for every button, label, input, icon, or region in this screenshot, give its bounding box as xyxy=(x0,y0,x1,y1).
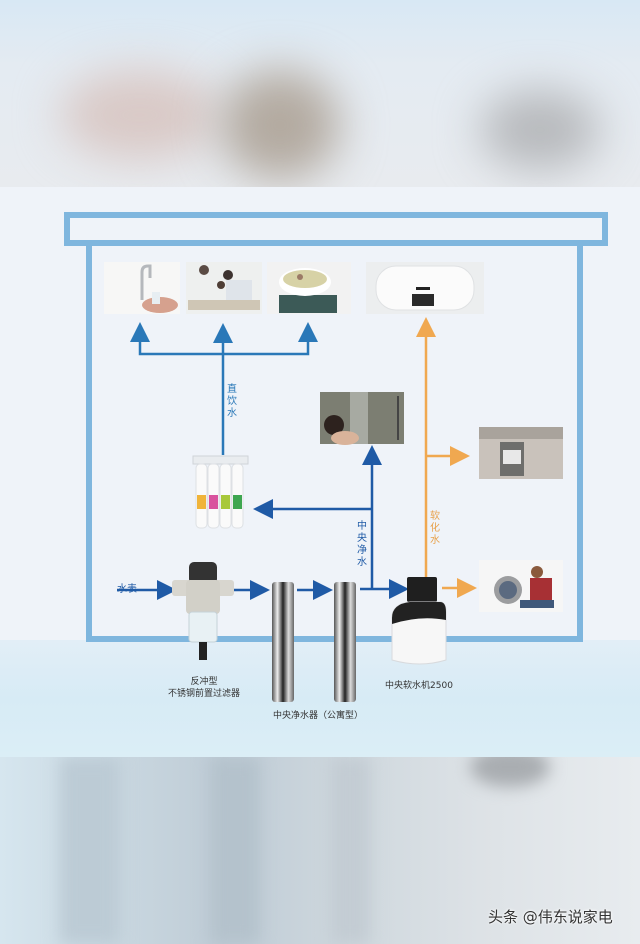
blur-stripe xyxy=(330,757,370,944)
photo-water-heater xyxy=(366,262,484,314)
photo-washing-machine xyxy=(479,560,563,612)
central-purifier-label: 中央净水器（公寓型） xyxy=(272,711,363,721)
photo-dishwasher xyxy=(479,427,563,479)
blur-stripe xyxy=(470,757,550,787)
soft-water-label: 软化水 xyxy=(430,511,440,546)
water-meter-label: 水表 xyxy=(117,584,137,595)
floor-background xyxy=(0,640,640,757)
direct-drinking-lines xyxy=(130,322,318,455)
blur-blob xyxy=(60,70,220,160)
blur-blob xyxy=(480,90,600,170)
central-purifier-device xyxy=(272,582,356,702)
blur-stripe xyxy=(60,757,120,944)
pre-filter-device xyxy=(172,562,234,660)
pre-filter-label-line2: 不锈钢前置过滤器 xyxy=(167,689,240,699)
water-softener-device xyxy=(391,577,447,665)
blur-blob xyxy=(220,70,340,180)
pre-filter-label: 反冲型 不锈钢前置过滤器 xyxy=(165,676,243,700)
blurred-bottom-background xyxy=(0,757,640,944)
blurred-top-background xyxy=(0,0,640,187)
central-purified-water-label: 中央净水 xyxy=(357,521,367,568)
central-softener-label: 中央软水机2500 xyxy=(385,681,453,691)
pre-filter-label-line1: 反冲型 xyxy=(190,677,218,687)
roof-beam xyxy=(64,212,608,246)
photo-soup-stove xyxy=(267,262,351,314)
drinking-water-purifier xyxy=(192,455,249,529)
soft-water-lines xyxy=(416,317,477,598)
purified-water-lines xyxy=(117,445,409,600)
blur-stripe xyxy=(210,757,260,944)
photo-family-kitchen xyxy=(186,262,262,314)
photo-shower xyxy=(320,392,404,445)
watermark-text: 头条 @伟东说家电 xyxy=(488,908,613,926)
direct-drinking-water-label: 直饮水 xyxy=(227,384,237,419)
photo-faucet-drinking xyxy=(104,262,180,314)
